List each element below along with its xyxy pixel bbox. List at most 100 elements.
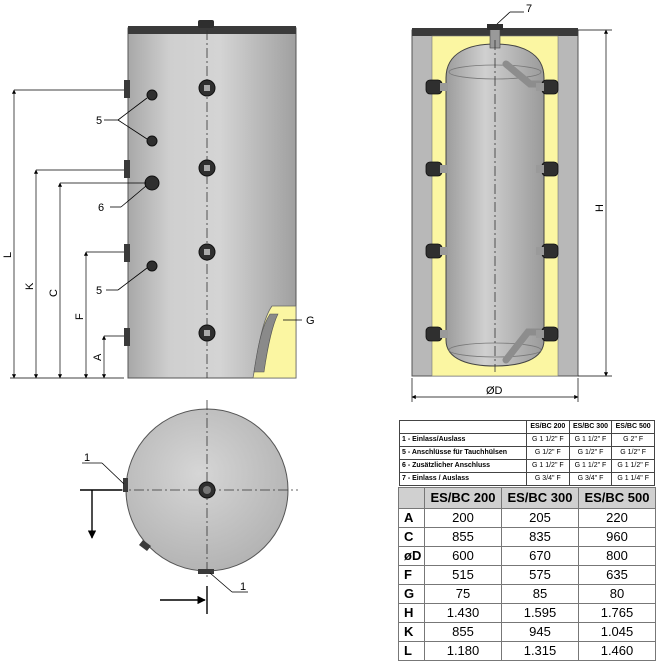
column-header: ES/BC 200 <box>424 487 502 509</box>
table-header-row: ES/BC 200 ES/BC 300 ES/BC 500 <box>398 487 656 509</box>
side-flange <box>124 244 130 262</box>
row-label: L <box>398 641 425 661</box>
column-header: ES/BC 200 <box>526 420 570 434</box>
side-flange <box>124 80 130 98</box>
table-cell: G 1 1/2" F <box>568 433 613 447</box>
side-flange <box>123 478 128 492</box>
dim-label-F: F <box>74 313 86 320</box>
table-cell: 205 <box>501 508 579 528</box>
table-cell: 1.045 <box>578 622 656 642</box>
table-cell: 960 <box>578 527 656 547</box>
table-cell: 855 <box>424 527 502 547</box>
dim-label-D: ØD <box>486 385 503 397</box>
row-label: F <box>398 565 425 585</box>
row-label: øD <box>398 546 425 566</box>
table-cell: G 1/2" F <box>568 446 613 460</box>
table-row: C 855 835 960 <box>398 527 656 547</box>
table-cell: G 2" F <box>611 433 655 447</box>
label-5: 5 <box>96 285 102 297</box>
row-label: H <box>398 603 425 623</box>
table-cell: G 1 1/2" F <box>568 459 613 473</box>
sensor-socket <box>146 135 158 147</box>
table-row: A 200 205 220 <box>398 508 656 528</box>
label-6: 6 <box>98 202 104 214</box>
table-row: 6 - Zusätzlicher Anschluss G 1 1/2" F G … <box>399 459 655 473</box>
table-cell: G 1 1/2" F <box>526 433 570 447</box>
table-row: 7 - Einlass / Auslass G 3/4" F G 3/4" F … <box>399 472 655 486</box>
table-cell: 220 <box>578 508 656 528</box>
table-cell: 1.315 <box>501 641 579 661</box>
column-header: ES/BC 300 <box>568 420 613 434</box>
row-label: 5 - Anschlüsse für Tauchhülsen <box>399 446 527 460</box>
table-cell: 85 <box>501 584 579 604</box>
table-cell: 600 <box>424 546 502 566</box>
label-1: 1 <box>240 581 246 593</box>
row-label: 6 - Zusätzlicher Anschluss <box>399 459 527 473</box>
table-cell: G 1 1/2" F <box>611 459 655 473</box>
table-cell: G 3/4" F <box>526 472 570 486</box>
table-cell: 800 <box>578 546 656 566</box>
top-connection <box>198 20 214 28</box>
column-header <box>398 487 425 509</box>
front-view: 5 6 5 G L K C F A <box>2 20 315 379</box>
table-cell: G 1 1/4" F <box>611 472 655 486</box>
column-header <box>399 420 527 434</box>
table-row: 5 - Anschlüsse für Tauchhülsen G 1/2" F … <box>399 446 655 460</box>
row-label: G <box>398 584 425 604</box>
connections-table: ES/BC 200 ES/BC 300 ES/BC 500 1 - Einlas… <box>399 420 655 486</box>
table-cell: 1.460 <box>578 641 656 661</box>
table-cell: G 1 1/2" F <box>526 459 570 473</box>
column-header: ES/BC 500 <box>611 420 655 434</box>
table-row: 1 - Einlass/Auslass G 1 1/2" F G 1 1/2" … <box>399 433 655 447</box>
row-label: C <box>398 527 425 547</box>
side-flange <box>198 569 214 574</box>
side-flange <box>124 160 130 178</box>
tank-top-cap <box>128 26 296 34</box>
table-cell: G 1/2" F <box>526 446 570 460</box>
table-row: øD 600 670 800 <box>398 546 656 566</box>
side-flange <box>124 328 130 346</box>
table-cell: 1.430 <box>424 603 502 623</box>
top-view: 1 1 <box>80 400 298 614</box>
table-cell: 80 <box>578 584 656 604</box>
table-cell: 855 <box>424 622 502 642</box>
table-cell: 1.595 <box>501 603 579 623</box>
dim-label-H: H <box>594 204 606 212</box>
table-cell: G 3/4" F <box>568 472 613 486</box>
table-cell: 670 <box>501 546 579 566</box>
label-G: G <box>306 315 315 327</box>
row-label: A <box>398 508 425 528</box>
table-row: H 1.430 1.595 1.765 <box>398 603 656 623</box>
dim-label-K: K <box>24 282 36 290</box>
dimensions-table: ES/BC 200 ES/BC 300 ES/BC 500 A 200 205 … <box>398 487 656 661</box>
section-view: 7 H ØD <box>411 3 612 402</box>
row-label: K <box>398 622 425 642</box>
table-row: K 855 945 1.045 <box>398 622 656 642</box>
table-cell: 945 <box>501 622 579 642</box>
dim-label-A: A <box>92 353 104 361</box>
label-1: 1 <box>84 452 90 464</box>
table-cell: 200 <box>424 508 502 528</box>
side-flange <box>139 540 151 551</box>
table-row: F 515 575 635 <box>398 565 656 585</box>
column-header: ES/BC 500 <box>578 487 656 509</box>
column-header: ES/BC 300 <box>501 487 579 509</box>
label-5: 5 <box>96 115 102 127</box>
additional-connection <box>144 175 160 191</box>
table-row: L 1.180 1.315 1.460 <box>398 641 656 661</box>
table-cell: 75 <box>424 584 502 604</box>
sensor-socket <box>146 89 158 101</box>
table-cell: 835 <box>501 527 579 547</box>
dim-label-L: L <box>2 252 14 258</box>
row-label: 1 - Einlass/Auslass <box>399 433 527 447</box>
label-7: 7 <box>526 3 532 15</box>
table-cell: 575 <box>501 565 579 585</box>
table-cell: G 1/2" F <box>611 446 655 460</box>
table-row: G 75 85 80 <box>398 584 656 604</box>
table-cell: 635 <box>578 565 656 585</box>
table-header-row: ES/BC 200 ES/BC 300 ES/BC 500 <box>399 420 655 434</box>
dim-label-C: C <box>48 289 60 297</box>
sensor-socket <box>146 260 158 272</box>
row-label: 7 - Einlass / Auslass <box>399 472 527 486</box>
